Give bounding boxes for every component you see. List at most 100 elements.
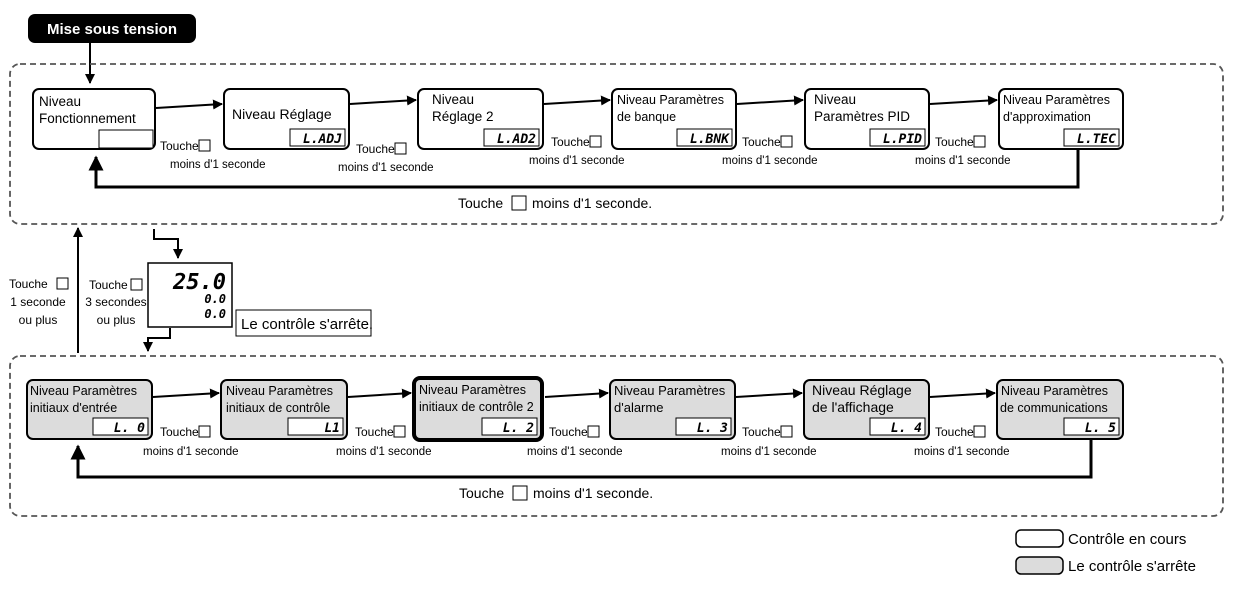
key-label: Touche (355, 425, 394, 439)
key-duration: moins d'1 seconde (722, 155, 818, 167)
level-display-adjustment: Niveau Réglage de l'affichage L. 4 (803, 379, 930, 440)
level-pid-code: L.PID (883, 132, 922, 147)
level-alarm-code: L. 3 (697, 421, 728, 436)
key-duration: moins d'1 seconde (915, 155, 1011, 167)
key-icon (587, 425, 600, 438)
key-label: Touche (935, 135, 974, 149)
level-approximation-line1: Niveau Paramètres (1003, 93, 1110, 107)
level-communications-code: L. 5 (1085, 421, 1116, 436)
key-icon (56, 277, 69, 290)
key-icon (973, 425, 986, 438)
key-label: Touche (549, 425, 588, 439)
level-alarm: Niveau Paramètres d'alarme L. 3 (609, 379, 736, 440)
key-label: Touche (356, 142, 395, 156)
level-display-adjustment-code: L. 4 (891, 421, 922, 436)
level-display-adjustment-line2: de l'affichage (812, 399, 894, 415)
level-initial-control-code: L1 (324, 421, 340, 436)
legend-stopped-label: Le contrôle s'arrête (1068, 558, 1196, 575)
bottom-return-key-label: Touche (459, 485, 504, 501)
down-arrow-3s (153, 229, 183, 259)
top-key-labels: Touche moins d'1 seconde Touche moins d'… (160, 135, 1011, 174)
level-adjustment-2-line1: Niveau (432, 92, 474, 107)
level-operation-line2: Fonctionnement (39, 111, 136, 126)
legend-running-label: Contrôle en cours (1068, 531, 1186, 548)
stopped-levels-frame (9, 355, 1224, 517)
key-icon (780, 135, 793, 148)
key-duration: moins d'1 seconde (338, 162, 434, 174)
top-return-key-label: Touche (458, 195, 503, 211)
key-icon (973, 135, 986, 148)
key-icon (130, 278, 143, 291)
key-icon (198, 139, 211, 152)
level-communications-line1: Niveau Paramètres (1001, 384, 1108, 398)
up-or-more: ou plus (19, 313, 58, 327)
key-icon (512, 485, 528, 501)
level-initial-input: Niveau Paramètres initiaux d'entrée L. 0 (26, 379, 153, 440)
level-initial-control-2-line1: Niveau Paramètres (419, 383, 526, 397)
power-on-label: Mise sous tension (47, 21, 177, 38)
legend-swatch-stopped (1015, 556, 1064, 575)
level-bank-line1: Niveau Paramètres (617, 93, 724, 107)
level-display-adjustment-line1: Niveau Réglage (812, 382, 912, 398)
key-icon (780, 425, 793, 438)
level-pid: Niveau Paramètres PID L.PID (804, 88, 930, 150)
level-initial-control-2: Niveau Paramètres initiaux de contrôle 2… (412, 376, 544, 442)
key-icon (394, 142, 407, 155)
power-on-badge: Mise sous tension (28, 14, 196, 43)
level-alarm-line1: Niveau Paramètres (614, 383, 726, 398)
level-adjustment-code: L.ADJ (303, 132, 342, 147)
key-icon (511, 195, 527, 211)
display-sub-value-2: 0.0 (204, 307, 226, 321)
top-row-arrows (155, 95, 998, 110)
bottom-key-labels: Touche moins d'1 seconde Touche moins d'… (143, 425, 1010, 458)
bottom-row-arrows (152, 388, 996, 399)
legend-swatch-running (1015, 529, 1064, 548)
level-bank-code: L.BNK (690, 132, 730, 147)
key-label: Touche (551, 135, 590, 149)
running-levels-frame (9, 63, 1224, 225)
key-label: Touche (742, 135, 781, 149)
bottom-return-duration: moins d'1 seconde. (533, 485, 653, 501)
level-operation-line1: Niveau (39, 94, 81, 109)
level-pid-line1: Niveau (814, 92, 856, 107)
key-duration: moins d'1 seconde (527, 446, 623, 458)
top-return-arrow (88, 150, 1080, 189)
display-to-initial-arrow (143, 328, 171, 352)
level-approximation-line2: d'approximation (1003, 110, 1091, 124)
level-adjustment-2-code: L.AD2 (497, 132, 536, 147)
top-return-duration: moins d'1 seconde. (532, 195, 652, 211)
level-initial-input-line1: Niveau Paramètres (30, 384, 137, 398)
level-bank-line2: de banque (617, 110, 676, 124)
level-initial-control: Niveau Paramètres initiaux de contrôle L… (220, 379, 348, 440)
display-sub-value-1: 0.0 (204, 292, 226, 306)
level-initial-control-2-line2: initiaux de contrôle 2 (419, 400, 534, 414)
level-approximation: Niveau Paramètres d'approximation L.TEC (998, 88, 1124, 150)
control-stops-text: Le contrôle s'arrête. (241, 316, 373, 333)
key-duration: moins d'1 seconde (721, 446, 817, 458)
level-operation: Niveau Fonctionnement (32, 88, 156, 150)
level-initial-control-line2: initiaux de contrôle (226, 401, 330, 415)
display-window (98, 129, 154, 149)
level-communications: Niveau Paramètres de communications L. 5 (996, 379, 1124, 440)
level-adjustment-line1: Niveau Réglage (232, 106, 332, 122)
level-adjustment-2-line2: Réglage 2 (432, 109, 494, 124)
key-duration: moins d'1 seconde (170, 159, 266, 171)
bottom-return-arrow (70, 440, 1093, 479)
key-duration: moins d'1 seconde (914, 446, 1010, 458)
level-alarm-line2: d'alarme (614, 400, 663, 415)
control-stops-note: Le contrôle s'arrête. (235, 309, 373, 337)
controller-display: 25.0 0.0 0.0 (147, 262, 233, 328)
up-duration: 1 seconde (10, 295, 66, 309)
down-or-more: ou plus (97, 313, 136, 327)
display-main-value: 25.0 (172, 270, 226, 295)
level-initial-input-code: L. 0 (114, 421, 145, 436)
key-icon (589, 135, 602, 148)
level-bank: Niveau Paramètres de banque L.BNK (611, 88, 737, 150)
key-duration: moins d'1 seconde (529, 155, 625, 167)
legend: Contrôle en cours Le contrôle s'arrête (1015, 529, 1196, 575)
level-communications-line2: de communications (1000, 401, 1108, 415)
down-duration: 3 secondes (85, 295, 146, 309)
down-key-label: Touche (89, 278, 128, 292)
key-label: Touche (160, 139, 199, 153)
